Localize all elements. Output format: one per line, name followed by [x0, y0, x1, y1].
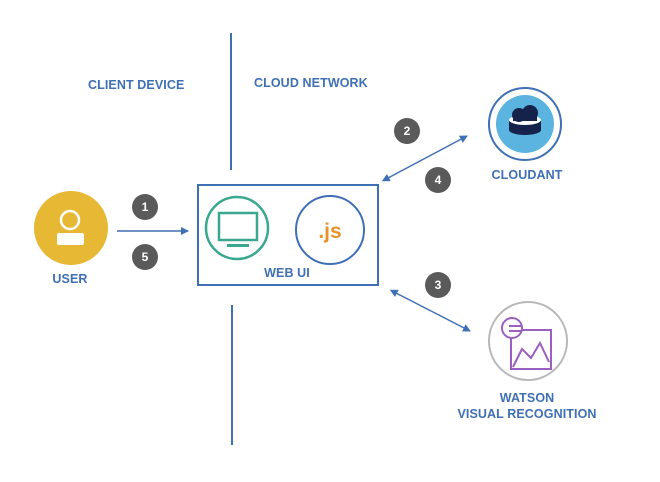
javascript-node: .js [295, 195, 365, 265]
user-label: USER [52, 272, 88, 286]
arrow-webui-cloudant [381, 135, 468, 182]
svg-text:1: 1 [142, 200, 149, 214]
monitor-icon [217, 211, 259, 247]
step-badge-3: 3 [425, 272, 451, 298]
user-icon [57, 209, 84, 245]
svg-text:5: 5 [142, 250, 149, 264]
svg-text:2: 2 [404, 124, 411, 138]
svg-text:4: 4 [435, 173, 442, 187]
webui-label: WEB UI [264, 266, 310, 280]
cloudant-database-icon [509, 105, 541, 135]
watson-label-line1: WATSON [499, 391, 555, 405]
cloudant-node [488, 87, 562, 161]
step-badge-1: 1 [132, 194, 158, 220]
arrow-webui-watson [389, 289, 471, 332]
user-node [34, 191, 108, 265]
watson-label-line2: VISUAL RECOGNITION [457, 407, 597, 421]
svg-text:3: 3 [435, 278, 442, 292]
step-badge-2: 2 [394, 118, 420, 144]
cloudant-label: CLOUDANT [491, 168, 563, 182]
watson-node [488, 301, 568, 381]
javascript-icon: .js [318, 220, 341, 243]
step-badge-5: 5 [132, 244, 158, 270]
zone-label-cloud-network: CLOUD NETWORK [254, 76, 368, 90]
zone-label-client-device: CLIENT DEVICE [88, 78, 185, 92]
step-badge-4: 4 [425, 167, 451, 193]
visual-recognition-icon [501, 317, 552, 370]
webui-box [197, 184, 379, 286]
monitor-node [204, 195, 270, 261]
